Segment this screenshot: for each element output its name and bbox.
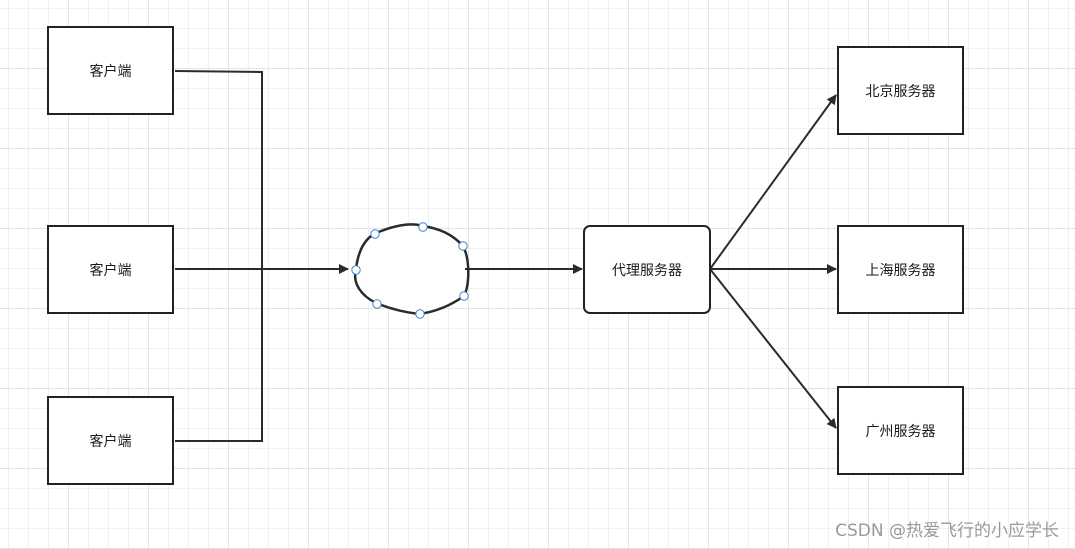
cloud-resize-handle[interactable]	[351, 265, 361, 275]
cloud-resize-handle[interactable]	[459, 291, 469, 301]
proxy-server-node[interactable]: 代理服务器	[583, 225, 711, 314]
cloud-resize-handle[interactable]	[372, 299, 382, 309]
server-label: 北京服务器	[866, 84, 936, 100]
server-label: 广州服务器	[866, 424, 936, 440]
server-node-shanghai[interactable]: 上海服务器	[837, 225, 964, 314]
cloud-resize-handle[interactable]	[418, 222, 428, 232]
proxy-to-beijing-arrow	[709, 94, 837, 270]
proxy-to-guangzhou-arrow	[709, 268, 837, 429]
client-node-2[interactable]: 客户端	[47, 225, 174, 314]
cloud-resize-handle[interactable]	[370, 229, 380, 239]
client-bus-connector	[174, 70, 263, 442]
server-label: 上海服务器	[866, 263, 936, 279]
proxy-label: 代理服务器	[612, 263, 682, 279]
cloud-shape	[353, 223, 470, 316]
client-label: 客户端	[90, 262, 132, 279]
internet-cloud[interactable]	[351, 222, 470, 319]
client-node-3[interactable]: 客户端	[47, 396, 174, 485]
cloud-resize-handle[interactable]	[458, 241, 468, 251]
client-label: 客户端	[90, 63, 132, 80]
server-node-guangzhou[interactable]: 广州服务器	[837, 386, 964, 475]
server-node-beijing[interactable]: 北京服务器	[837, 46, 964, 135]
client-label: 客户端	[90, 433, 132, 450]
watermark-text: CSDN @热爱飞行的小应学长	[835, 521, 1059, 541]
cloud-resize-handle[interactable]	[415, 309, 425, 319]
client-node-1[interactable]: 客户端	[47, 26, 174, 115]
